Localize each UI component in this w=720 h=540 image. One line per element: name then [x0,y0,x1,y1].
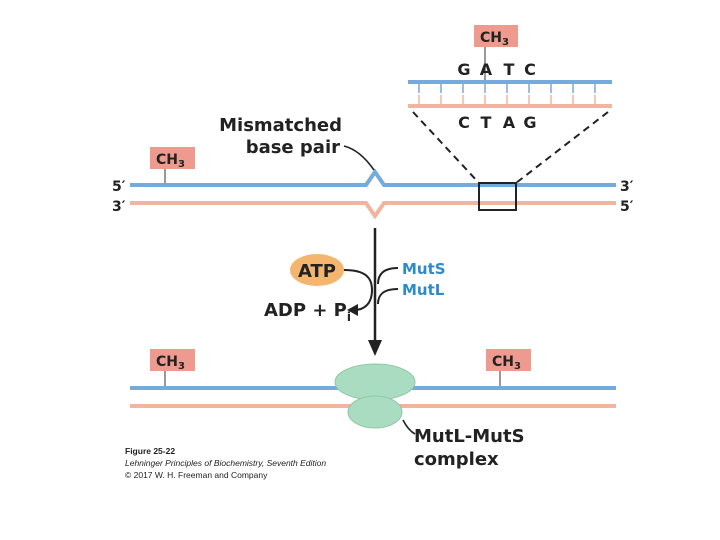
seq-top-t: T [504,60,515,79]
atp-label: ATP [298,261,336,282]
caption-book-title: Lehninger Principles of Biochemistry, Se… [125,458,327,468]
reaction-step: ATP ADP + Pi MutS MutL [264,228,446,356]
methyl-box-detail [474,25,518,47]
adp-label: ADP + Pi [264,300,351,324]
atp-curve-arrowhead [347,304,358,316]
end-right-top: 3′ [620,179,634,195]
main-arrow-head [368,340,382,356]
caption-copyright: © 2017 W. H. Freeman and Company [125,470,268,480]
seq-bottom-a: A [503,113,516,132]
end-left-bottom: 3′ [112,199,126,215]
top-strand-blue [130,168,616,187]
muts-curve [377,267,399,285]
seq-top-g: G [457,60,470,79]
seq-top-a: A [480,60,493,79]
zoom-line-right [515,111,609,184]
atp-ellipse [290,254,344,286]
seq-top-c: C [524,60,536,79]
methyl-label-bottom-right: CH3 [492,354,521,372]
zoom-line-left [412,111,480,184]
seq-bottom-g: G [523,113,536,132]
mutl-label: MutL [402,281,445,299]
mismatch-label-line2: base pair [246,137,340,158]
dna-duplex-top: CH3 5′ 3′ 3′ 5′ Mismatched base pair [112,115,634,220]
bottom-strand-salmon [130,201,616,220]
complex-pointer [402,419,416,435]
mismatch-pointer [343,145,375,171]
complex-label-line2: complex [414,449,499,470]
gatc-site-box [478,182,517,211]
detail-base-rungs [418,84,596,104]
dna-duplex-bottom: CH3 CH3 MutL-MutS complex [130,349,616,470]
caption-figure-number: Figure 25-22 [125,446,176,456]
figure-caption: Figure 25-22 Lehninger Principles of Bio… [125,445,326,481]
gatc-detail: CH3 G A T C C T A G [408,25,612,132]
methyl-box-left [150,147,195,169]
muts-protein [334,363,416,401]
muts-label: MutS [402,260,446,278]
mutl-curve [377,288,399,305]
mismatch-label-line1: Mismatched [219,115,342,136]
mutl-protein [347,395,403,429]
seq-bottom-c: C [458,113,470,132]
atp-curve-arrow [343,269,374,311]
complex-label-line1: MutL-MutS [414,426,525,447]
seq-bottom-t: T [481,113,492,132]
methyl-label-bottom-left: CH3 [156,354,185,372]
end-left-top: 5′ [112,179,126,195]
methyl-label-left: CH3 [156,152,185,170]
methyl-label-detail: CH3 [480,30,509,48]
end-right-bottom: 5′ [620,199,634,215]
methyl-box-bottom-left [150,349,195,371]
methyl-box-bottom-right [486,349,531,371]
